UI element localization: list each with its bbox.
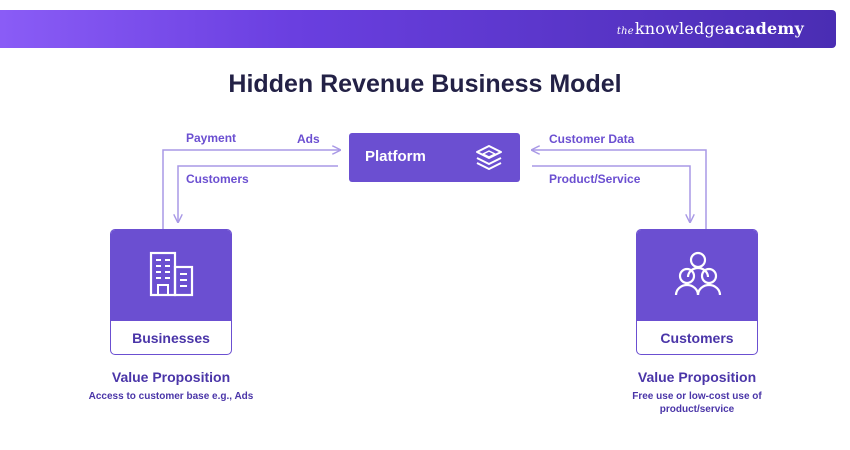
customers-card: Customers	[636, 229, 758, 355]
flow-label-ads: Ads	[297, 132, 320, 146]
platform-label: Platform	[365, 148, 426, 165]
brand-prefix: the	[616, 26, 634, 37]
brand-academy: academy	[724, 19, 804, 38]
flow-label-customers: Customers	[186, 172, 249, 186]
header-banner: theknowledgeacademy	[0, 10, 836, 48]
diagram-title: Hidden Revenue Business Model	[228, 70, 622, 98]
flow-label-customer-data: Customer Data	[549, 132, 635, 146]
people-group-icon	[674, 251, 722, 296]
customers-vp-text-line1: Free use or low-cost use of	[632, 391, 762, 402]
brand-knowledge: knowledge	[634, 19, 725, 38]
platform-node: Platform	[349, 133, 520, 182]
brand-logo[interactable]: theknowledgeacademy	[617, 19, 804, 38]
layers-icon	[476, 145, 502, 170]
customers-label: Customers	[660, 330, 734, 346]
flow-label-payment: Payment	[186, 131, 237, 145]
flow-label-product-service: Product/Service	[549, 172, 641, 186]
building-icon	[149, 251, 194, 297]
customers-vp-text-line2: product/service	[659, 404, 735, 415]
businesses-label: Businesses	[132, 330, 210, 346]
arrow-customer-data	[532, 150, 707, 229]
businesses-vp-title: Value Proposition	[111, 369, 231, 385]
businesses-vp-text: Access to customer base e.g., Ads	[88, 391, 254, 402]
customers-vp-text: Free use or low-cost use of product/serv…	[596, 390, 798, 416]
arrow-payment-ads	[162, 150, 340, 229]
businesses-card: Businesses	[110, 229, 232, 355]
customers-vp-title: Value Proposition	[637, 369, 757, 385]
